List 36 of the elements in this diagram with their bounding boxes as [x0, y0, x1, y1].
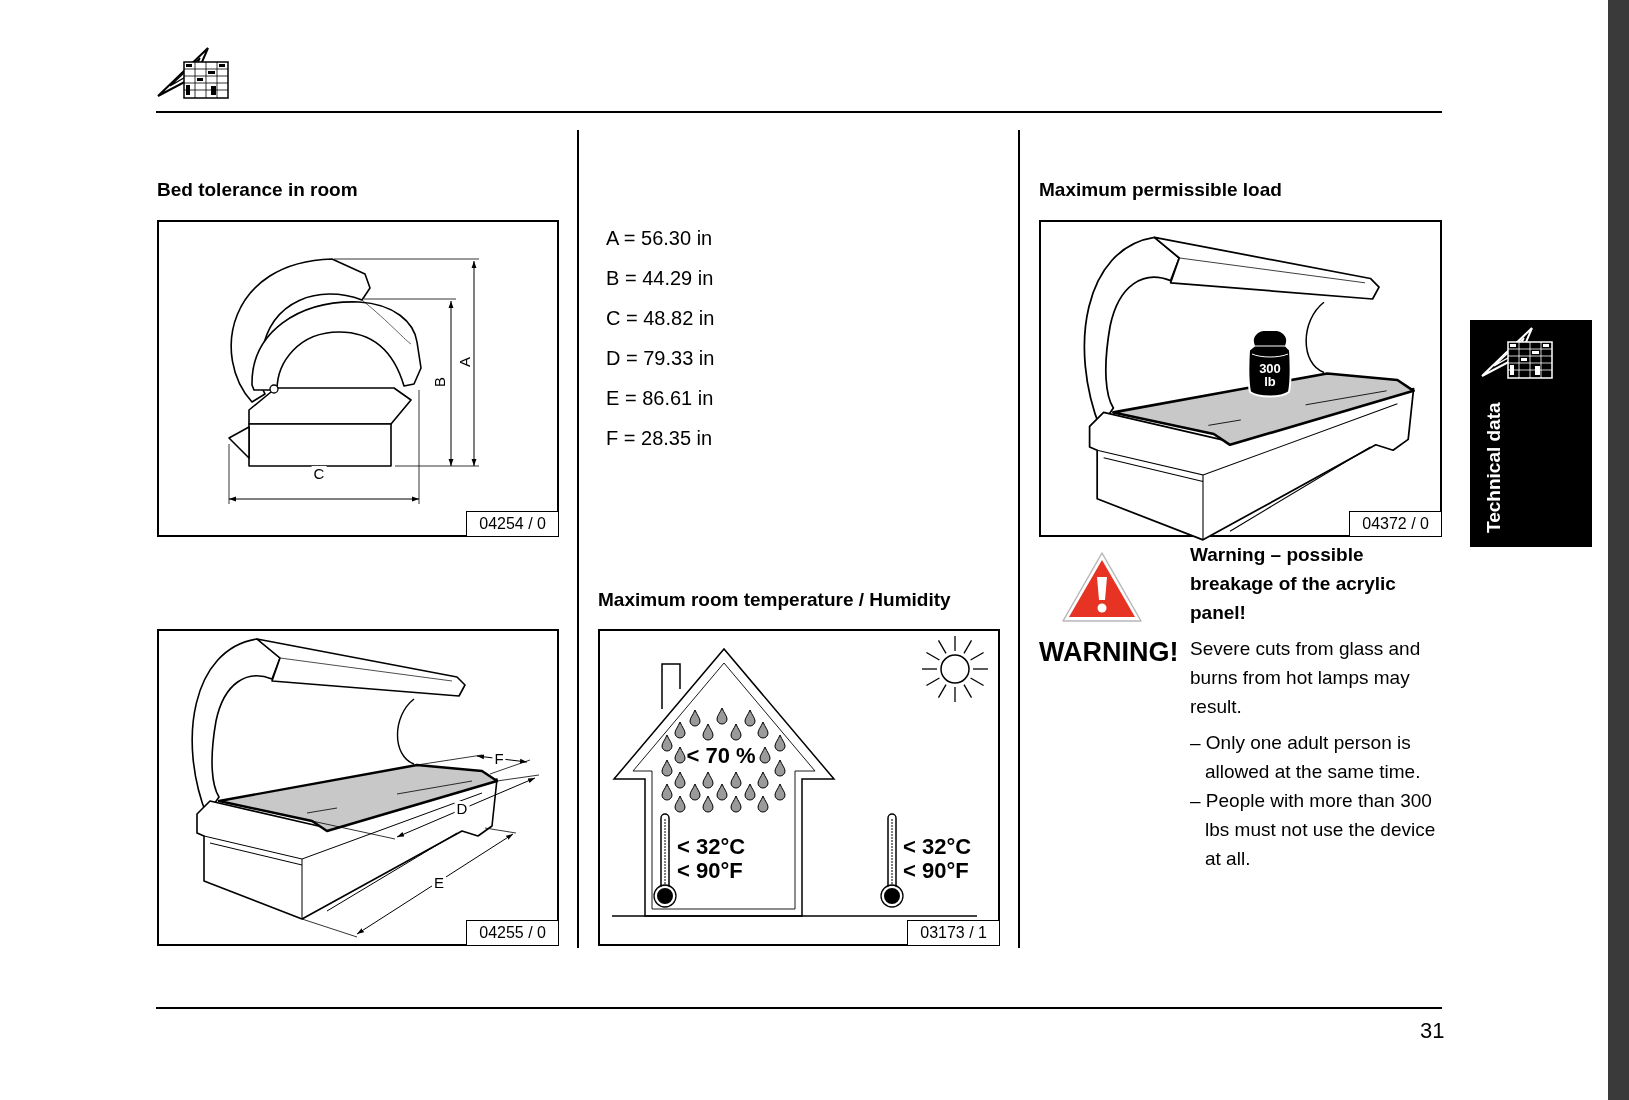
dimension-value: F = 28.35 in — [606, 426, 713, 450]
dimension-value: D = 79.33 in — [606, 346, 715, 370]
temperature-value: < 32°C — [677, 835, 746, 859]
figure-number: 04254 / 0 — [466, 511, 559, 537]
humidity-value: < 70 % — [686, 744, 756, 768]
figure-number: 04255 / 0 — [466, 920, 559, 946]
dimension-value: E = 86.61 in — [606, 386, 714, 410]
weight-label: 300 lb — [1258, 362, 1282, 388]
dimension-letter: B — [432, 375, 448, 389]
temperature-value: < 32°C — [903, 835, 972, 859]
dimension-letter: D — [454, 801, 470, 817]
warning-text: Severe cuts from glass and burns from hot lamps may result. — [1190, 637, 1422, 719]
dimension-letter: F — [492, 751, 506, 767]
warning-word: WARNING! — [1039, 636, 1179, 668]
list-item: – People with more than 300 lbs must not use the device at all. — [1190, 789, 1437, 871]
section-heading: Maximum permissible load — [1039, 178, 1282, 202]
section-tab — [1470, 320, 1592, 547]
list-item: – Only one adult person is allowed at the same time. — [1190, 731, 1422, 784]
section-heading: Bed tolerance in room — [157, 178, 358, 202]
dimension-value: A = 56.30 in — [606, 226, 713, 250]
dimension-letter: C — [311, 466, 327, 482]
page-number: 31 — [1420, 1018, 1445, 1044]
figure-frame — [598, 629, 1000, 946]
dimension-value: B = 44.29 in — [606, 266, 714, 290]
figure-frame — [157, 629, 559, 946]
tab-label: Technical data — [1482, 402, 1505, 533]
temperature-value: < 90°F — [903, 859, 969, 883]
warning-title: Warning – possible breakage of the acrylic panel! — [1190, 543, 1397, 625]
dimension-letter: E — [432, 875, 446, 891]
figure-number: 03173 / 1 — [907, 920, 1000, 946]
dimension-letter: A — [457, 355, 473, 369]
figure-number: 04372 / 0 — [1349, 511, 1442, 537]
section-heading: Maximum room temperature / Humidity — [598, 588, 951, 612]
figure-frame — [157, 220, 559, 537]
temperature-value: < 90°F — [677, 859, 743, 883]
dimension-value: C = 48.82 in — [606, 306, 715, 330]
